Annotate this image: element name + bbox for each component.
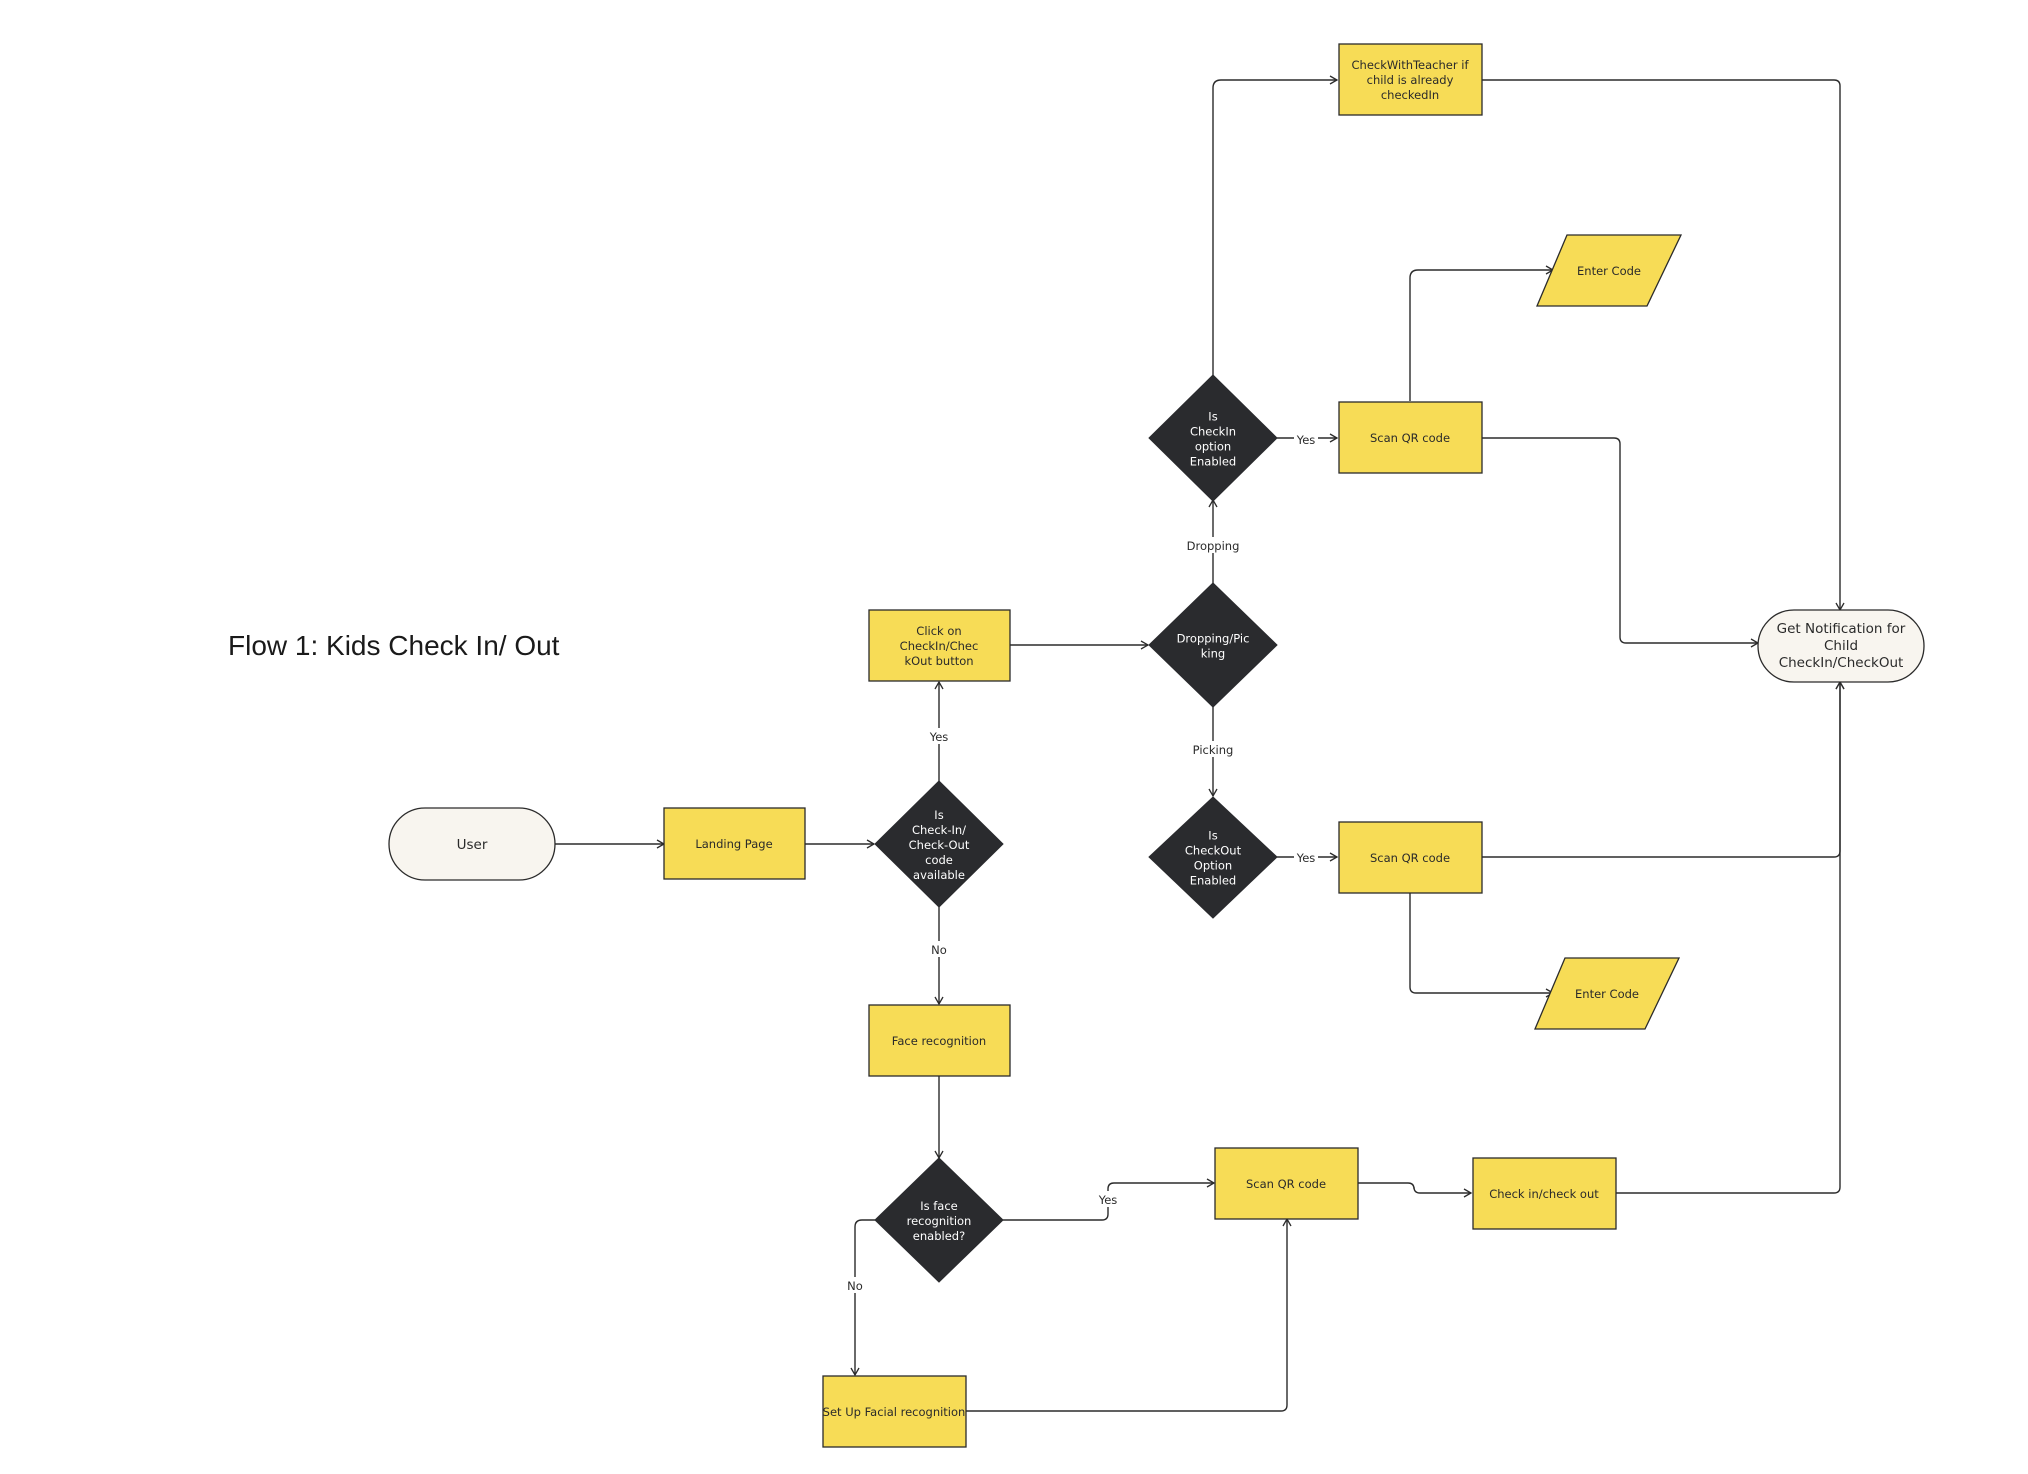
edge-label-no-code-text: No [931,943,947,957]
box-face-recognition[interactable]: Face recognition [868,1004,1011,1077]
edge-scanqr-top-notification [1482,437,1760,648]
box-landing-page-label: Landing Page [695,837,772,851]
box-scan-qr-bottom[interactable]: Scan QR code [1214,1147,1359,1220]
edge-label-yes-face-text: Yes [1098,1193,1118,1207]
data-enter-code-top-label: Enter Code [1577,264,1641,278]
box-face-recognition-label: Face recognition [892,1034,986,1048]
box-landing-page[interactable]: Landing Page [663,807,806,880]
data-enter-code-bottom-label: Enter Code [1575,987,1639,1001]
edge-label-picking-text: Picking [1193,743,1234,757]
data-enter-code-bottom[interactable]: Enter Code [1534,957,1681,1030]
box-check-in-out[interactable]: Check in/check out [1472,1157,1617,1230]
terminal-user[interactable]: User [388,807,556,881]
diagram-title: Flow 1: Kids Check In/ Out [228,630,560,661]
edge-setup-scanqr [966,1217,1292,1412]
terminal-user-label: User [457,837,488,853]
box-setup-facial[interactable]: Set Up Facial recognition [822,1375,967,1448]
edge-checkin-teacher [1212,75,1339,375]
edge-label-no-code: No [929,941,949,957]
edge-teacher-notification [1482,79,1845,612]
edge-scanqr-checkinout [1358,1182,1473,1198]
edge-label-no-face-text: No [847,1279,863,1293]
edge-label-yes-checkout-text: Yes [1296,851,1316,865]
box-scan-qr-mid[interactable]: Scan QR code [1338,821,1483,894]
edge-scanqr-entercode-top [1409,265,1555,401]
edge-label-yes-checkin: Yes [1294,431,1318,447]
edge-label-yes-checkout: Yes [1294,849,1318,865]
edge-label-no-face: No [845,1277,865,1293]
box-check-in-out-label: Check in/check out [1489,1187,1599,1201]
box-setup-facial-label: Set Up Facial recognition [823,1405,966,1419]
edge-checkinout-notification [1616,680,1845,1194]
edge-scanqr-entercode-bottom [1409,893,1555,998]
box-scan-qr-top-label: Scan QR code [1370,431,1450,445]
edge-scanqr-mid-notification [1482,680,1845,858]
edge-label-yes-checkin-text: Yes [1296,433,1316,447]
box-scan-qr-mid-label: Scan QR code [1370,851,1450,865]
edge-labels: Yes No Dropping Picking Yes Yes Yes No [845,431,1318,1293]
edge-faceenabled-setup [850,1219,875,1377]
edge-label-yes-face: Yes [1096,1191,1120,1207]
edge-label-dropping: Dropping [1187,537,1240,553]
edge-label-yes-code-text: Yes [929,730,949,744]
edge-label-picking: Picking [1191,741,1235,757]
box-scan-qr-bottom-label: Scan QR code [1246,1177,1326,1191]
box-scan-qr-top[interactable]: Scan QR code [1338,401,1483,474]
edge-label-dropping-text: Dropping [1187,539,1240,553]
data-enter-code-top[interactable]: Enter Code [1536,234,1683,307]
edge-label-yes-code: Yes [927,728,951,744]
